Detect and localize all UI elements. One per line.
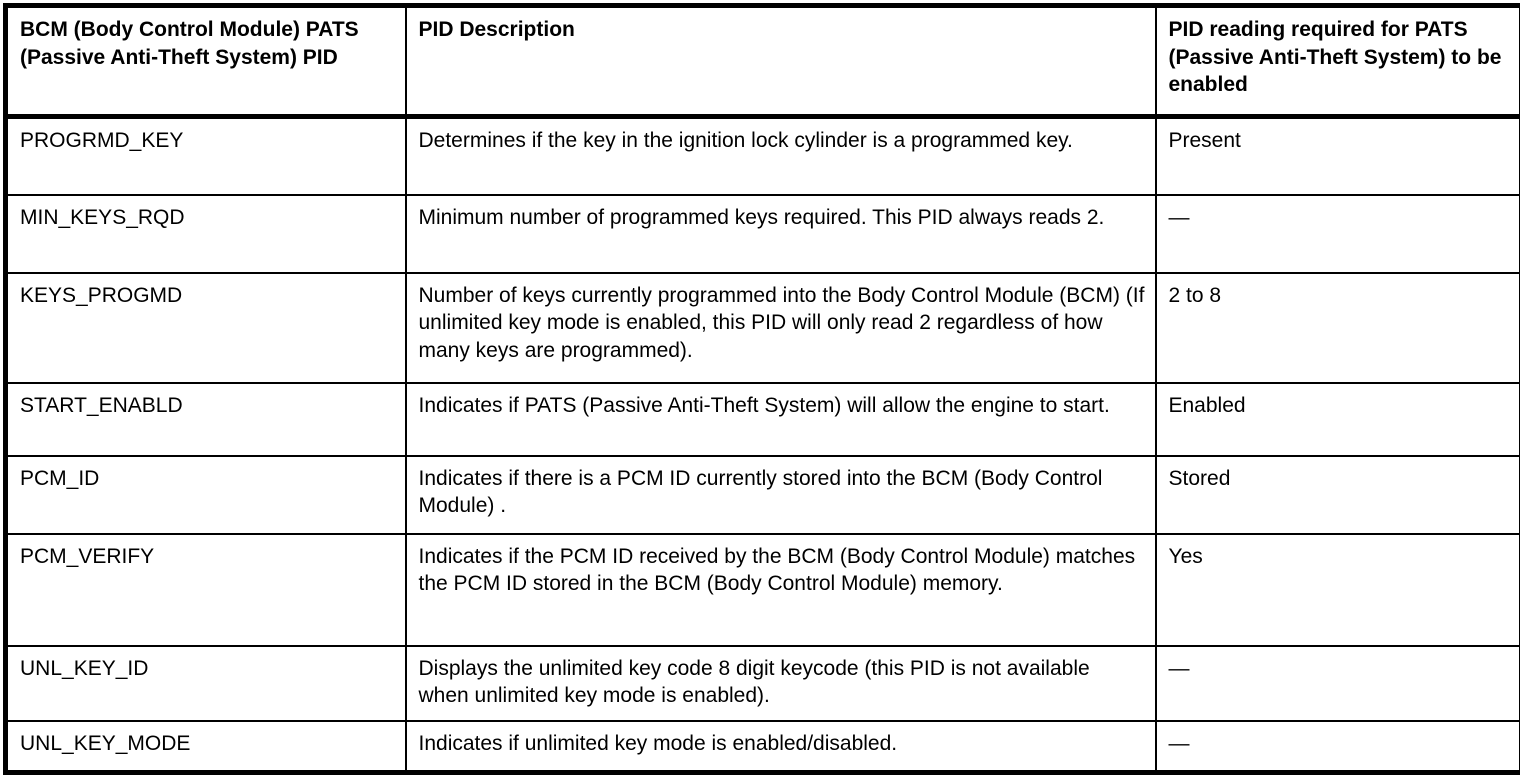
pid-cell: UNL_KEY_ID: [6, 646, 406, 721]
table-row: PCM_ID Indicates if there is a PCM ID cu…: [6, 456, 1520, 534]
pid-cell: PROGRMD_KEY: [6, 117, 406, 195]
description-cell: Displays the unlimited key code 8 digit …: [406, 646, 1156, 721]
table-row: PROGRMD_KEY Determines if the key in the…: [6, 117, 1520, 195]
table-row: START_ENABLD Indicates if PATS (Passive …: [6, 383, 1520, 456]
table-row: KEYS_PROGMD Number of keys currently pro…: [6, 273, 1520, 383]
pid-cell: PCM_ID: [6, 456, 406, 534]
description-cell: Indicates if there is a PCM ID currently…: [406, 456, 1156, 534]
pid-cell: START_ENABLD: [6, 383, 406, 456]
reading-cell: Present: [1156, 117, 1520, 195]
reading-cell: —: [1156, 721, 1520, 773]
reading-cell: Yes: [1156, 534, 1520, 646]
reading-cell: —: [1156, 646, 1520, 721]
pats-pid-table: BCM (Body Control Module) PATS (Passive …: [3, 3, 1520, 775]
pid-cell: MIN_KEYS_RQD: [6, 195, 406, 273]
description-cell: Number of keys currently programmed into…: [406, 273, 1156, 383]
pid-cell: KEYS_PROGMD: [6, 273, 406, 383]
column-header-reading: PID reading required for PATS (Passive A…: [1156, 6, 1520, 117]
pid-cell: UNL_KEY_MODE: [6, 721, 406, 773]
table-row: UNL_KEY_MODE Indicates if unlimited key …: [6, 721, 1520, 773]
description-cell: Indicates if the PCM ID received by the …: [406, 534, 1156, 646]
description-cell: Indicates if PATS (Passive Anti-Theft Sy…: [406, 383, 1156, 456]
description-cell: Minimum number of programmed keys requir…: [406, 195, 1156, 273]
reading-cell: —: [1156, 195, 1520, 273]
column-header-description: PID Description: [406, 6, 1156, 117]
pid-cell: PCM_VERIFY: [6, 534, 406, 646]
reading-cell: 2 to 8: [1156, 273, 1520, 383]
table-row: PCM_VERIFY Indicates if the PCM ID recei…: [6, 534, 1520, 646]
table-header-row: BCM (Body Control Module) PATS (Passive …: [6, 6, 1520, 117]
reading-cell: Enabled: [1156, 383, 1520, 456]
description-cell: Indicates if unlimited key mode is enabl…: [406, 721, 1156, 773]
table-row: MIN_KEYS_RQD Minimum number of programme…: [6, 195, 1520, 273]
table-row: UNL_KEY_ID Displays the unlimited key co…: [6, 646, 1520, 721]
column-header-pid: BCM (Body Control Module) PATS (Passive …: [6, 6, 406, 117]
reading-cell: Stored: [1156, 456, 1520, 534]
description-cell: Determines if the key in the ignition lo…: [406, 117, 1156, 195]
